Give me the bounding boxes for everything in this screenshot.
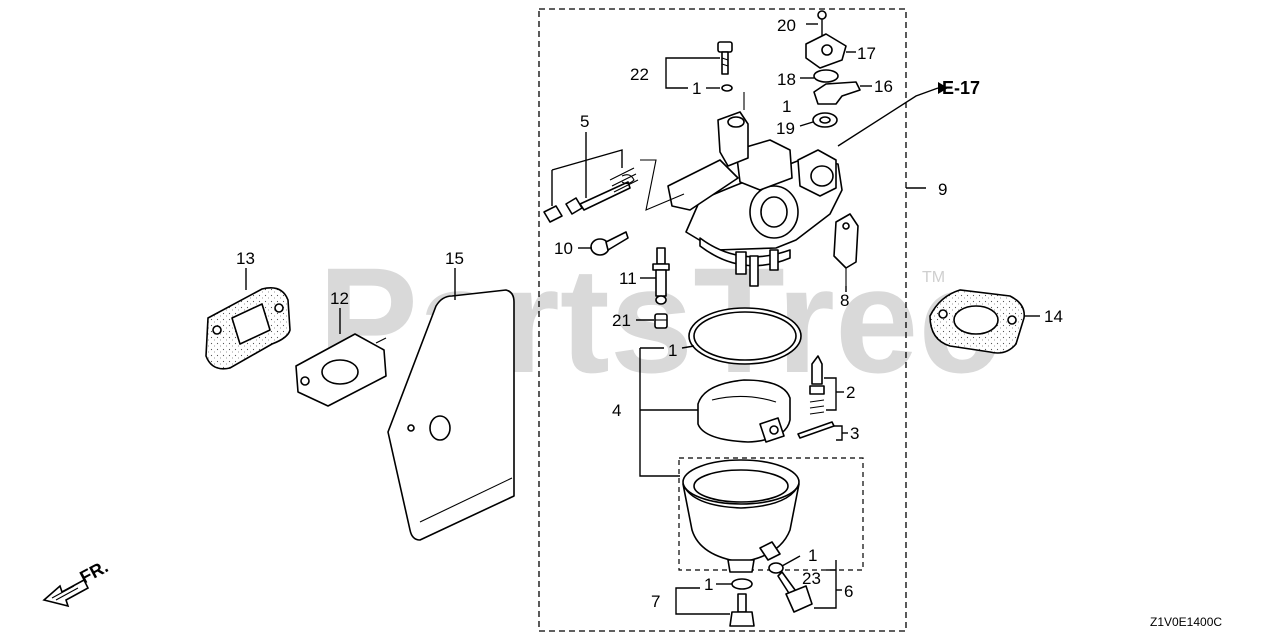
carburetor-body [667, 92, 843, 287]
part-18-washer [813, 69, 839, 83]
callout-8: 8 [840, 291, 849, 310]
callout-16: 16 [874, 77, 893, 96]
callout-6: 6 [844, 582, 853, 601]
front-arrow-icon [42, 578, 90, 608]
part-17-cover [805, 33, 847, 69]
part-5-screw-set [543, 167, 639, 223]
callout-12: 12 [330, 289, 349, 308]
callout-10: 10 [554, 239, 573, 258]
callout-22: 22 [630, 65, 649, 84]
reference-e17: E-17 [942, 78, 980, 98]
part-12-gasket [295, 333, 387, 407]
float [697, 379, 791, 443]
part-7-bolt [729, 578, 755, 627]
leader-lines [245, 23, 1040, 615]
float-chamber [682, 459, 800, 573]
part-13-gasket [205, 287, 291, 370]
part-10-screw [590, 231, 629, 256]
callout-11: 11 [619, 269, 637, 288]
callout-1-bolt-washer: 1 [808, 546, 817, 565]
callout-17: 17 [857, 44, 876, 63]
part-11-tube [652, 247, 670, 305]
part-5-leader [640, 159, 685, 211]
part-3-pin [797, 421, 835, 439]
callout-13: 13 [236, 249, 255, 268]
part-14-gasket [929, 289, 1026, 354]
part-21-jet [654, 313, 668, 329]
part-15-plate [387, 289, 515, 541]
callout-14: 14 [1044, 307, 1063, 326]
callout-3: 3 [850, 424, 859, 443]
part-1-o-ring [688, 307, 802, 365]
part-16-lever [813, 81, 861, 105]
part-8-clip [833, 213, 859, 286]
callout-4: 4 [612, 401, 621, 420]
part-22-screw [717, 41, 733, 92]
callout-15: 15 [445, 249, 464, 268]
part-6-bolt [768, 562, 813, 613]
part-20-screw [817, 10, 827, 36]
diagram-code: Z1V0E1400C [1150, 615, 1222, 629]
callout-1-o-ring: 1 [668, 341, 677, 360]
callout-1-seal: 1 [782, 97, 791, 116]
callout-21: 21 [612, 311, 631, 330]
callout-1-drain-washer: 1 [704, 575, 713, 594]
callout-7: 7 [651, 592, 660, 611]
assembly-boundary [538, 8, 907, 632]
callout-labels: 22 1 20 17 18 16 1 19 E-17 9 5 10 11 21 … [236, 16, 1063, 611]
callout-9: 9 [938, 180, 947, 199]
callout-2: 2 [846, 383, 855, 402]
callout-23: 23 [802, 569, 821, 588]
part-19-seal [812, 112, 838, 128]
reference-arrow-icon [938, 82, 948, 94]
callout-5: 5 [580, 112, 589, 131]
callout-20: 20 [777, 16, 796, 35]
callout-1-washer: 1 [692, 79, 701, 98]
trademark-text: TM [922, 269, 945, 286]
callout-19: 19 [776, 119, 795, 138]
front-direction-indicator: FR. [42, 556, 111, 608]
callout-18: 18 [777, 70, 796, 89]
part-2-needle-valve [809, 355, 825, 415]
